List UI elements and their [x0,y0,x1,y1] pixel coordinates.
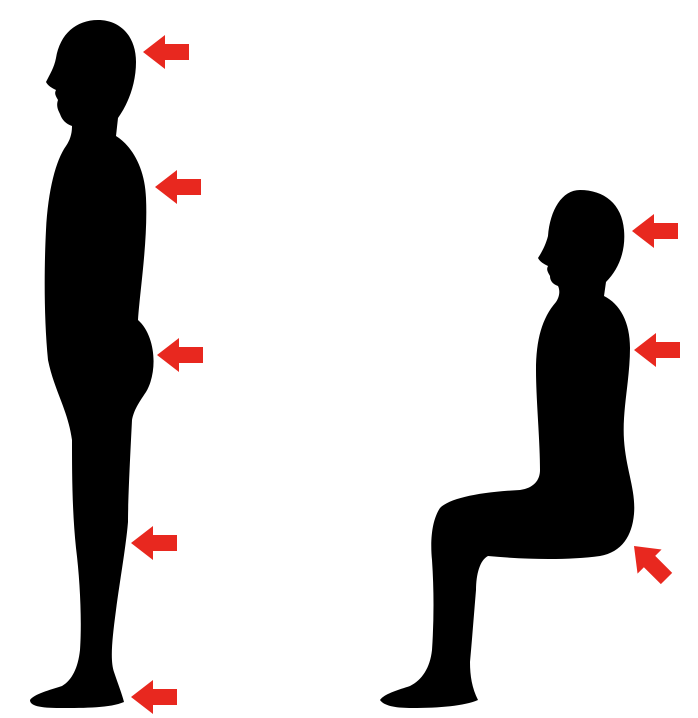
arrow-standing-buttocks [157,338,203,372]
arrow-sitting-head [632,214,678,248]
standing-figure-head [30,20,154,708]
standing-figure [30,20,154,708]
sitting-figure-body [380,190,634,708]
sitting-figure [380,190,634,708]
arrow-sitting-buttocks [622,534,679,591]
arrow-standing-head [143,35,189,69]
arrow-standing-calf [131,526,177,560]
arrow-sitting-upper-back [634,333,680,367]
arrow-standing-upper-back [155,170,201,204]
arrow-standing-heel [131,680,177,714]
